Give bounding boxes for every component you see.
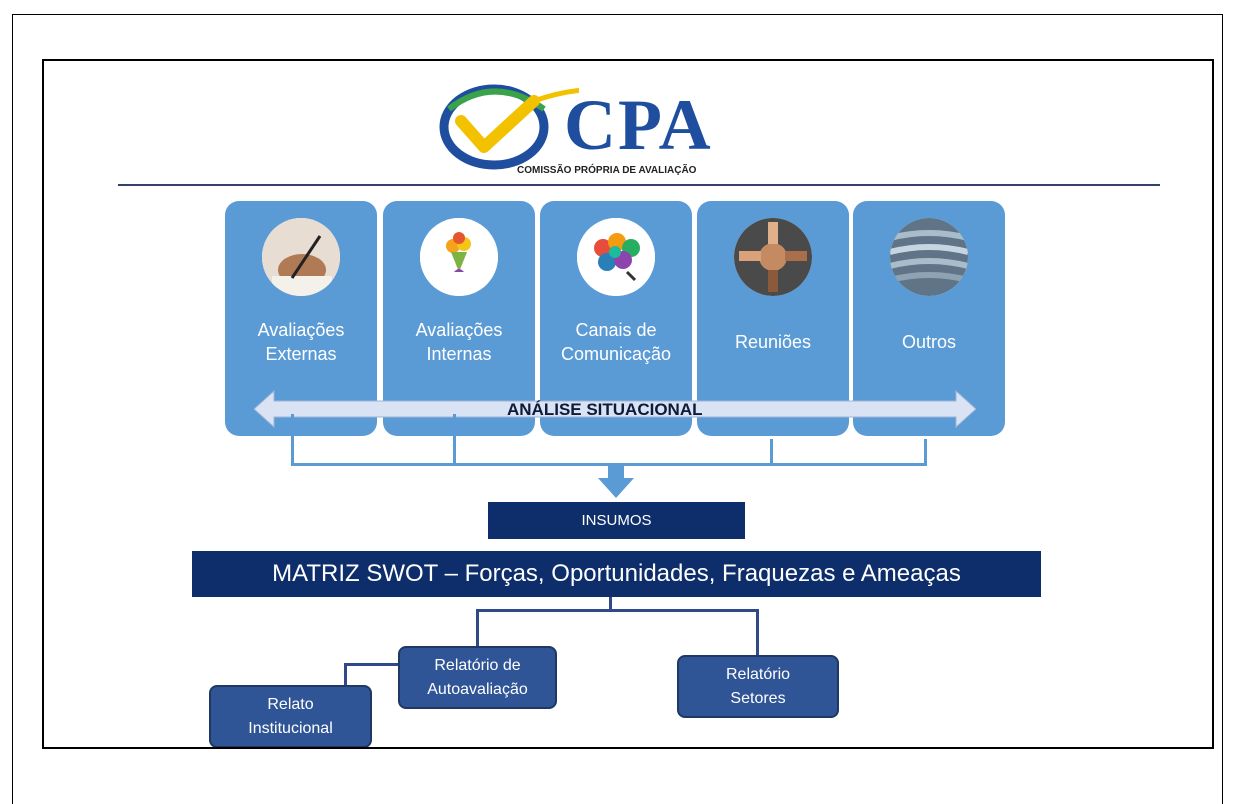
down-arrow-icon: [598, 464, 634, 498]
card-label: Outros: [901, 332, 957, 352]
double-arrow-icon: [254, 389, 976, 429]
connector: [924, 439, 927, 466]
swot-matrix-box: MATRIZ SWOT – Forças, Oportunidades, Fra…: [192, 551, 1041, 597]
card-label: Reuniões: [734, 332, 812, 352]
connector: [476, 609, 759, 612]
colorful-brain-icon: [577, 218, 655, 296]
header-divider: [118, 184, 1160, 186]
logo-word: CPA: [564, 85, 713, 165]
writing-hand-photo: [262, 218, 340, 296]
analise-situacional-label: ANÁLISE SITUACIONAL: [507, 400, 703, 419]
paper-stack-photo: [890, 218, 968, 296]
card-outros: Outros: [853, 201, 1005, 436]
connector: [476, 609, 479, 647]
connector: [344, 663, 347, 688]
card-reunioes: Reuniões: [697, 201, 849, 436]
connector: [756, 609, 759, 657]
connector: [609, 597, 612, 611]
connector: [291, 414, 294, 466]
ice-cream-cone-icon: [420, 218, 498, 296]
connector: [344, 663, 404, 666]
team-hands-photo: [734, 218, 812, 296]
outer-frame: [12, 14, 1223, 804]
logo-subtitle: COMISSÃO PRÓPRIA DE AVALIAÇÃO: [517, 165, 697, 176]
insumos-box: INSUMOS: [488, 502, 745, 539]
slide: CPA COMISSÃO PRÓPRIA DE AVALIAÇÃO Avalia…: [42, 59, 1214, 749]
cpa-swoosh-icon: [439, 84, 579, 170]
cpa-logo: CPA COMISSÃO PRÓPRIA DE AVALIAÇÃO: [439, 79, 739, 179]
connector: [453, 414, 456, 466]
connector: [770, 439, 773, 466]
